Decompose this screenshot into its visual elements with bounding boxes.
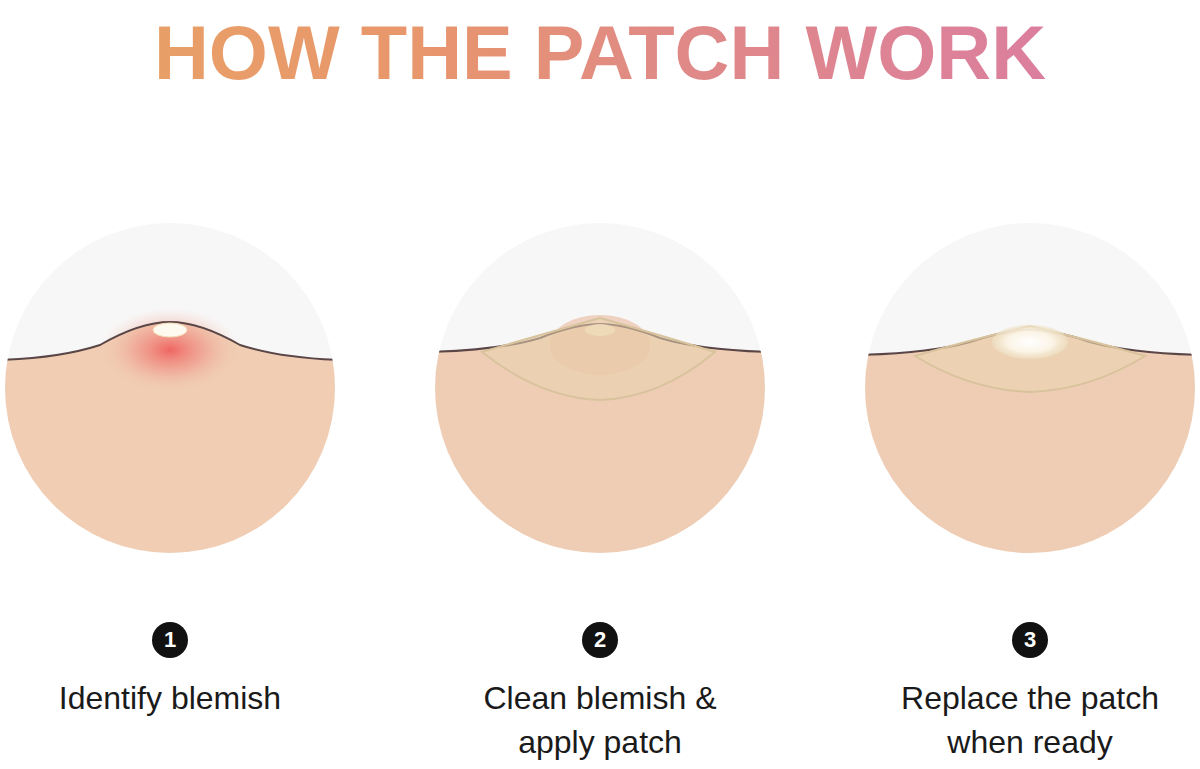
step-caption: Clean blemish & apply patch (450, 676, 750, 764)
step-caption: Identify blemish (20, 676, 320, 720)
skin-panel (430, 220, 770, 560)
title: HOW THE PATCH WORK (0, 8, 1200, 98)
step-caption: Replace the patch when ready (880, 676, 1180, 764)
skin-panel (0, 220, 340, 560)
step-badge: 1 (152, 622, 188, 658)
callout-number: 3 (1024, 627, 1036, 653)
step-badge: 3 (1012, 622, 1048, 658)
callout-number: 1 (164, 627, 176, 653)
skin-panel (860, 220, 1200, 560)
callout-number: 2 (594, 627, 606, 653)
step-badge: 2 (582, 622, 618, 658)
